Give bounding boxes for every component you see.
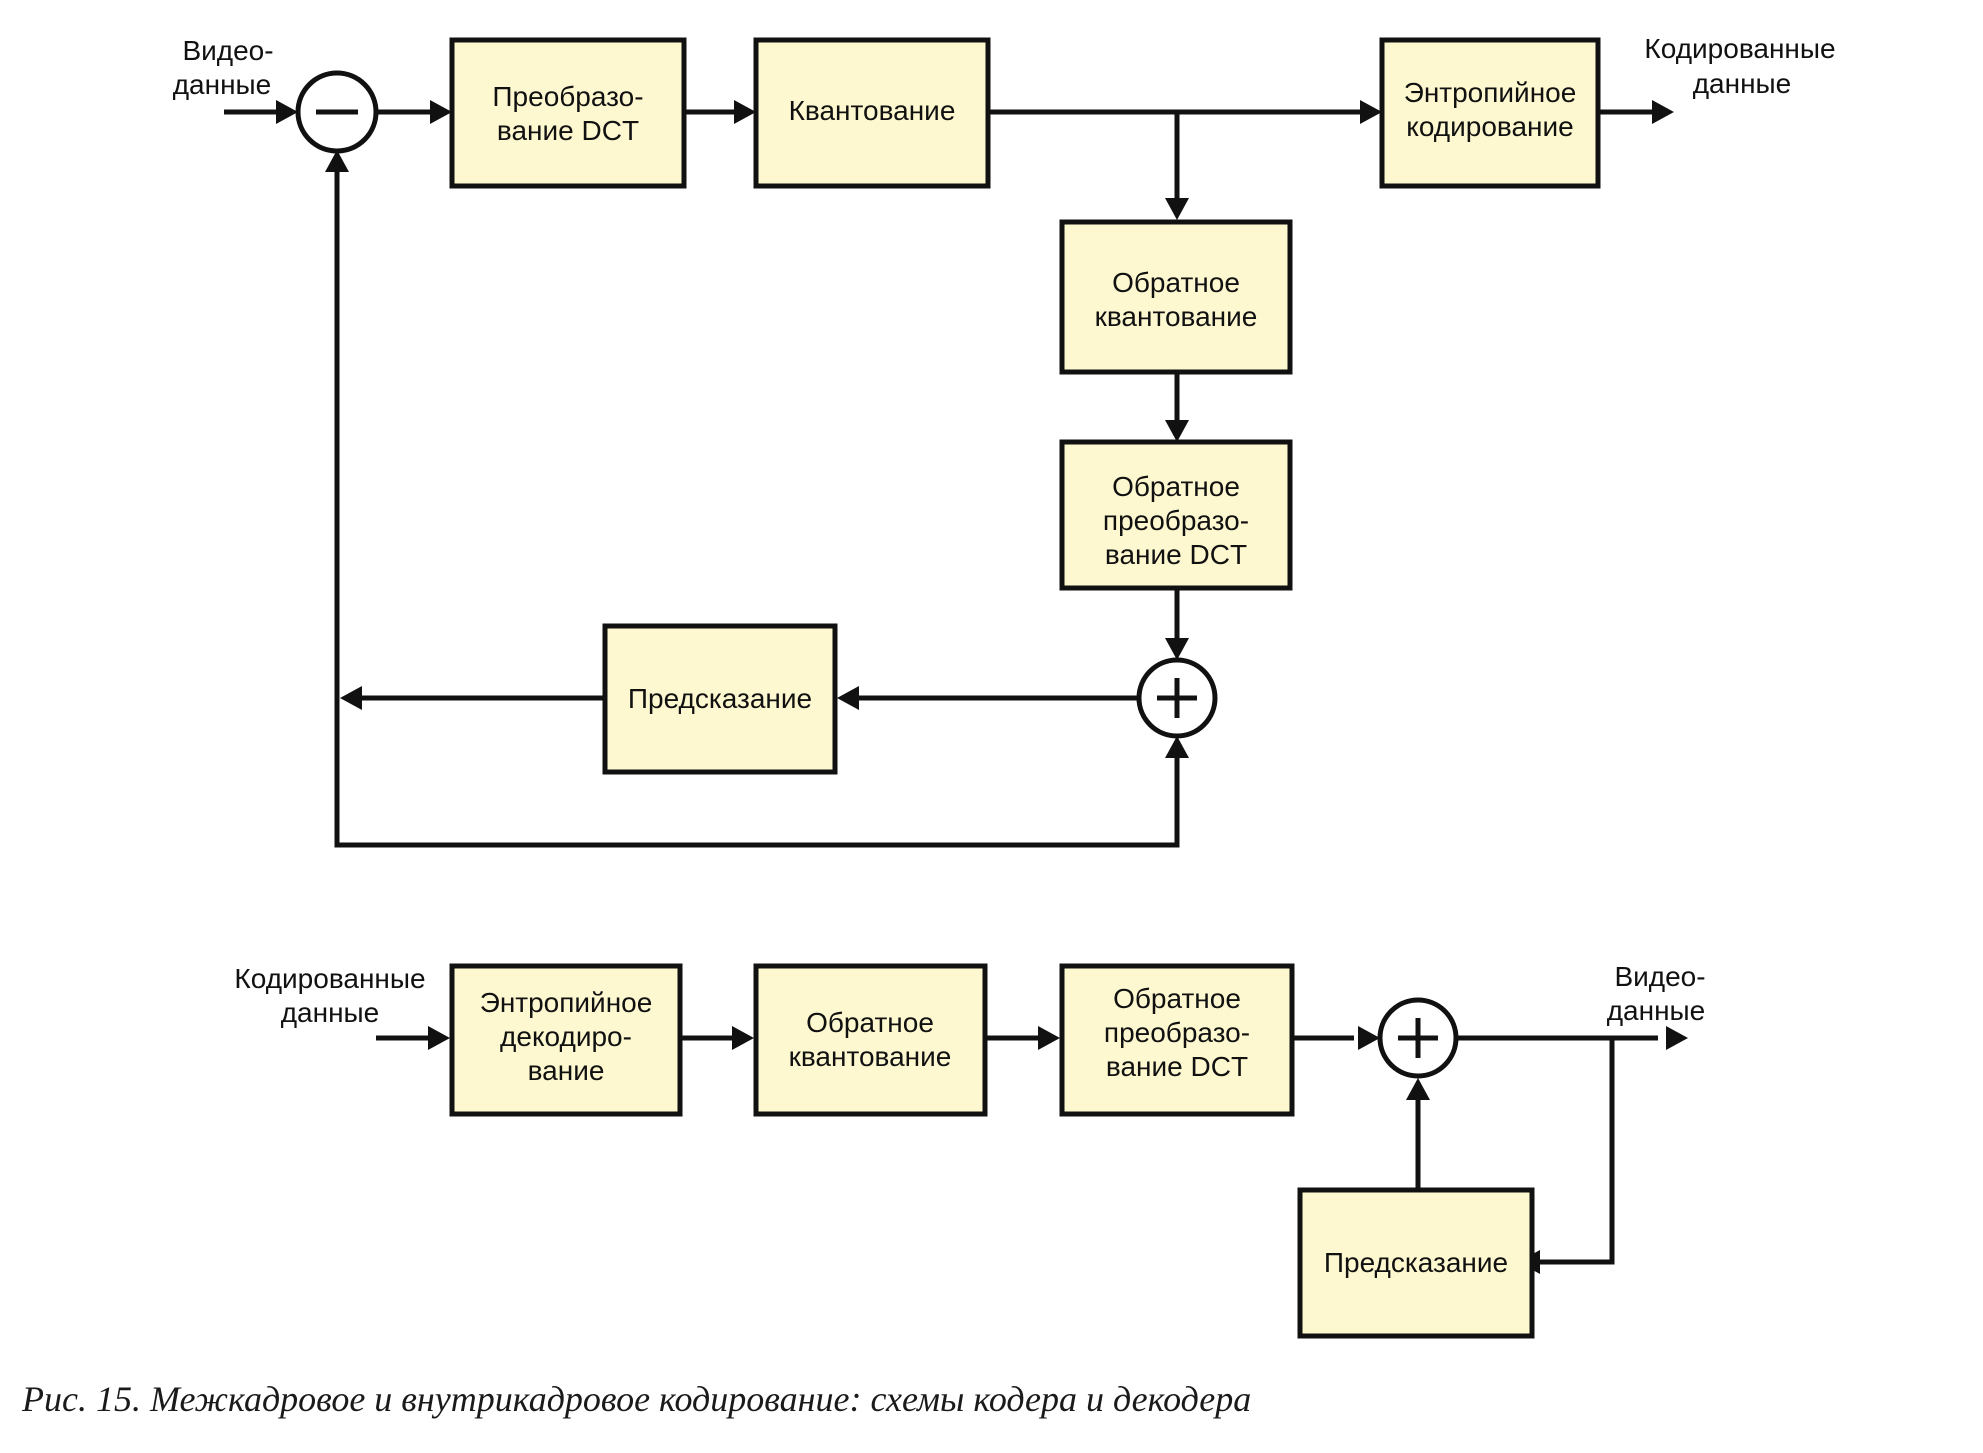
encoder-add-junction xyxy=(1136,657,1218,739)
encoder-input-label-line2: данные xyxy=(173,69,272,100)
encoder-output-label-line1: Кодированные xyxy=(1644,33,1835,64)
decoder-output-label-line1: Видео- xyxy=(1614,961,1705,992)
arrow-up-icon xyxy=(1165,736,1189,758)
decoder-wires xyxy=(376,1035,1658,1265)
arrow-left-icon xyxy=(837,686,859,710)
decoder-diagram: Кодированные данные xyxy=(234,961,1706,1339)
arrow-right-icon xyxy=(1358,1026,1380,1050)
block-label: декодиро- xyxy=(500,1021,632,1052)
arrow-right-icon xyxy=(430,100,452,124)
encoder-inverse-quant-block: Обратное квантование xyxy=(1059,219,1293,375)
block-label: вание DCT xyxy=(1105,539,1247,570)
block-label: преобразо- xyxy=(1103,505,1249,536)
block-label: Обратное xyxy=(1113,983,1241,1014)
arrow-down-icon xyxy=(1165,420,1189,442)
block-label: квантование xyxy=(1095,301,1258,332)
arrow-right-icon xyxy=(1360,100,1382,124)
decoder-input-label: Кодированные данные xyxy=(234,963,425,1028)
decoder-output-label: Видео- данные xyxy=(1607,961,1706,1026)
block-label: Обратное xyxy=(1112,471,1240,502)
decoder-inverse-quant-block: Обратное квантование xyxy=(753,963,988,1117)
arrow-up-icon xyxy=(1406,1078,1430,1100)
decoder-input-label-line2: данные xyxy=(281,997,380,1028)
block-label: Энтропийное xyxy=(480,987,653,1018)
block-label: вание DCT xyxy=(497,115,639,146)
block-label: Предсказание xyxy=(628,683,812,714)
block-label: Энтропийное xyxy=(1404,77,1577,108)
arrow-left-icon xyxy=(340,686,362,710)
block-label: преобразо- xyxy=(1104,1017,1250,1048)
arrow-up-icon xyxy=(325,150,349,172)
arrow-down-icon xyxy=(1165,638,1189,660)
encoder-input-label: Видео- данные xyxy=(173,35,274,100)
decoder-prediction-block: Предсказание xyxy=(1297,1187,1535,1339)
decoder-input-label-line1: Кодированные xyxy=(234,963,425,994)
arrow-right-icon xyxy=(276,100,298,124)
encoder-wires xyxy=(224,109,1658,848)
arrow-right-icon xyxy=(1038,1026,1060,1050)
block-label: вание xyxy=(528,1055,605,1086)
block-label: Преобразо- xyxy=(492,81,643,112)
wire-feedback-loop xyxy=(334,162,1180,848)
encoder-output-label: Кодированные данные xyxy=(1644,33,1835,99)
block-label: Обратное xyxy=(1112,267,1240,298)
encoder-arrowheads xyxy=(276,100,1674,758)
block-label: Квантование xyxy=(789,95,956,126)
encoder-output-label-line2: данные xyxy=(1693,68,1792,99)
block-label: кодирование xyxy=(1406,111,1573,142)
decoder-entropy-block: Энтропийное декодиро- вание xyxy=(449,963,683,1117)
block-label: вание DCT xyxy=(1106,1051,1248,1082)
arrow-down-icon xyxy=(1165,198,1189,220)
arrow-right-icon xyxy=(428,1026,450,1050)
arrow-right-icon xyxy=(734,100,756,124)
arrow-right-icon xyxy=(1666,1026,1688,1050)
encoder-inverse-dct-block: Обратное преобразо- вание DCT xyxy=(1059,439,1293,591)
arrow-right-icon xyxy=(732,1026,754,1050)
encoder-diagram: Видео- данные xyxy=(173,33,1836,848)
decoder-inverse-dct-block: Обратное преобразо- вание DCT xyxy=(1059,963,1295,1117)
wire-output-to-prediction xyxy=(1532,1038,1615,1265)
decoder-output-label-line2: данные xyxy=(1607,995,1706,1026)
block-label: Предсказание xyxy=(1324,1247,1508,1278)
encoder-dct-block: Преобразо- вание DCT xyxy=(449,37,687,189)
block-label: Обратное xyxy=(806,1007,934,1038)
encoder-entropy-block: Энтропийное кодирование xyxy=(1379,37,1601,189)
decoder-add-junction xyxy=(1377,997,1459,1079)
figure-caption: Рис. 15. Межкадровое и внутрикадровое ко… xyxy=(22,1379,1252,1419)
arrow-right-icon xyxy=(1652,100,1674,124)
block-label: квантование xyxy=(789,1041,952,1072)
encoder-quant-block: Квантование xyxy=(753,37,991,189)
encoder-subtract-junction xyxy=(295,70,379,154)
encoder-input-label-line1: Видео- xyxy=(182,35,273,66)
encoder-prediction-block: Предсказание xyxy=(602,623,838,775)
